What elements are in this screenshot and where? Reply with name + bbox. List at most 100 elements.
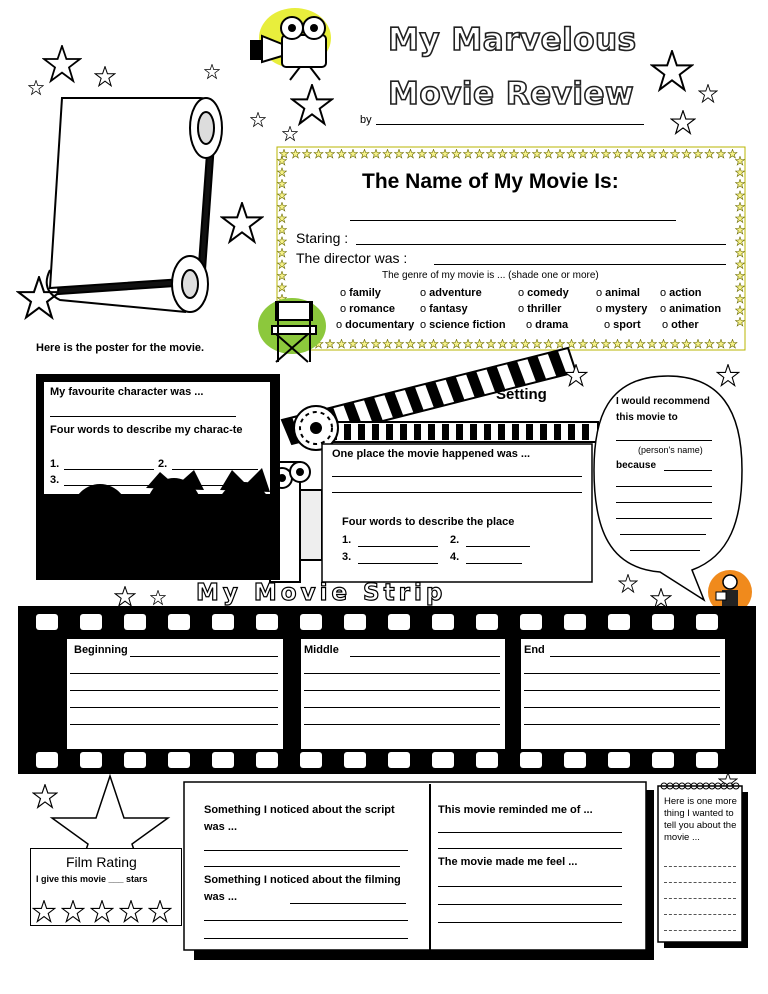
because-field-5[interactable] <box>620 534 706 535</box>
sprocket-hole <box>124 614 146 630</box>
script-field-2[interactable] <box>204 866 400 867</box>
border-star-icon <box>348 339 358 349</box>
genre-checkbox[interactable]: o <box>662 319 669 331</box>
board-stripe <box>498 424 505 440</box>
because-field-1[interactable] <box>664 470 712 471</box>
strip-line[interactable] <box>70 690 278 691</box>
place-word-1-field[interactable] <box>358 546 438 547</box>
char-word-3-field[interactable] <box>64 485 154 486</box>
char-word-4-field[interactable] <box>172 485 258 486</box>
one-more-field-1[interactable] <box>664 866 736 867</box>
genre-checkbox[interactable]: o <box>526 319 533 331</box>
one-more-field-3[interactable] <box>664 898 736 899</box>
genre-checkbox[interactable]: o <box>604 319 611 331</box>
because-field-6[interactable] <box>630 550 700 551</box>
setting-box <box>321 443 593 583</box>
favourite-character-field[interactable] <box>50 416 236 417</box>
strip-line[interactable] <box>70 724 278 725</box>
movie-name-field[interactable] <box>350 220 676 221</box>
clapper-stripe <box>445 376 465 403</box>
author-field[interactable] <box>376 124 644 125</box>
place-word-2-field[interactable] <box>466 546 530 547</box>
genre-checkbox[interactable]: o <box>340 303 347 315</box>
strip-line[interactable] <box>524 690 720 691</box>
filming-field-3[interactable] <box>204 938 408 939</box>
char-word-1-field[interactable] <box>64 469 154 470</box>
character-words-label: Four words to describe my charac-te <box>50 424 243 436</box>
beginning-label: Beginning <box>74 644 128 656</box>
strip-line[interactable] <box>524 707 720 708</box>
genre-checkbox[interactable]: o <box>340 287 347 299</box>
rating-star-5-icon <box>148 900 172 923</box>
genre-checkbox[interactable]: o <box>420 303 427 315</box>
strip-line[interactable] <box>70 707 278 708</box>
because-field-3[interactable] <box>616 502 712 503</box>
genre-checkbox[interactable]: o <box>660 287 667 299</box>
genre-label: thriller <box>527 303 562 315</box>
genre-label: mystery <box>605 303 648 315</box>
one-more-field-5[interactable] <box>664 930 736 931</box>
place-word-3-field[interactable] <box>358 563 438 564</box>
genre-checkbox[interactable]: o <box>660 303 667 315</box>
feel-field-1[interactable] <box>438 886 622 887</box>
genre-checkbox[interactable]: o <box>336 319 343 331</box>
filming-field-2[interactable] <box>204 920 408 921</box>
reminded-field-1[interactable] <box>438 832 622 833</box>
sprocket-hole <box>652 614 674 630</box>
genre-checkbox[interactable]: o <box>596 287 603 299</box>
genre-checkbox[interactable]: o <box>518 287 525 299</box>
setting-place-field-2[interactable] <box>332 492 582 493</box>
strip-line[interactable] <box>304 724 500 725</box>
char-word-2-field[interactable] <box>172 469 258 470</box>
setting-place-field-1[interactable] <box>332 476 582 477</box>
genre-checkbox[interactable]: o <box>596 303 603 315</box>
script-field-1[interactable] <box>204 850 408 851</box>
rating-stars[interactable] <box>30 898 180 924</box>
camera-icon <box>250 8 331 81</box>
because-field-2[interactable] <box>616 486 712 487</box>
one-more-field-2[interactable] <box>664 882 736 883</box>
because-field-4[interactable] <box>616 518 712 519</box>
strip-line[interactable] <box>304 673 500 674</box>
strip-line[interactable] <box>524 724 720 725</box>
strip-line[interactable] <box>304 707 500 708</box>
strip-line[interactable] <box>130 656 278 657</box>
one-more-field-4[interactable] <box>664 914 736 915</box>
starring-field[interactable] <box>356 244 726 245</box>
genre-checkbox[interactable]: o <box>420 287 427 299</box>
filming-field-1[interactable] <box>290 903 406 904</box>
strip-line[interactable] <box>550 656 720 657</box>
genre-checkbox[interactable]: o <box>518 303 525 315</box>
strip-line[interactable] <box>304 690 500 691</box>
border-star-icon <box>474 149 485 159</box>
genre-checkbox[interactable]: o <box>420 319 427 331</box>
strip-line[interactable] <box>70 673 278 674</box>
reminded-field-2[interactable] <box>438 848 622 849</box>
clapper-stripe <box>506 360 526 388</box>
feel-field-3[interactable] <box>438 922 622 923</box>
place-word-4-field[interactable] <box>466 563 522 564</box>
recommend-person-field[interactable] <box>616 440 712 441</box>
border-star-icon <box>474 339 485 349</box>
strip-line[interactable] <box>524 673 720 674</box>
sprocket-hole <box>432 614 454 630</box>
sprocket-hole <box>608 752 630 768</box>
feel-field-2[interactable] <box>438 904 622 905</box>
strip-line[interactable] <box>350 656 500 657</box>
director-field[interactable] <box>434 264 726 265</box>
